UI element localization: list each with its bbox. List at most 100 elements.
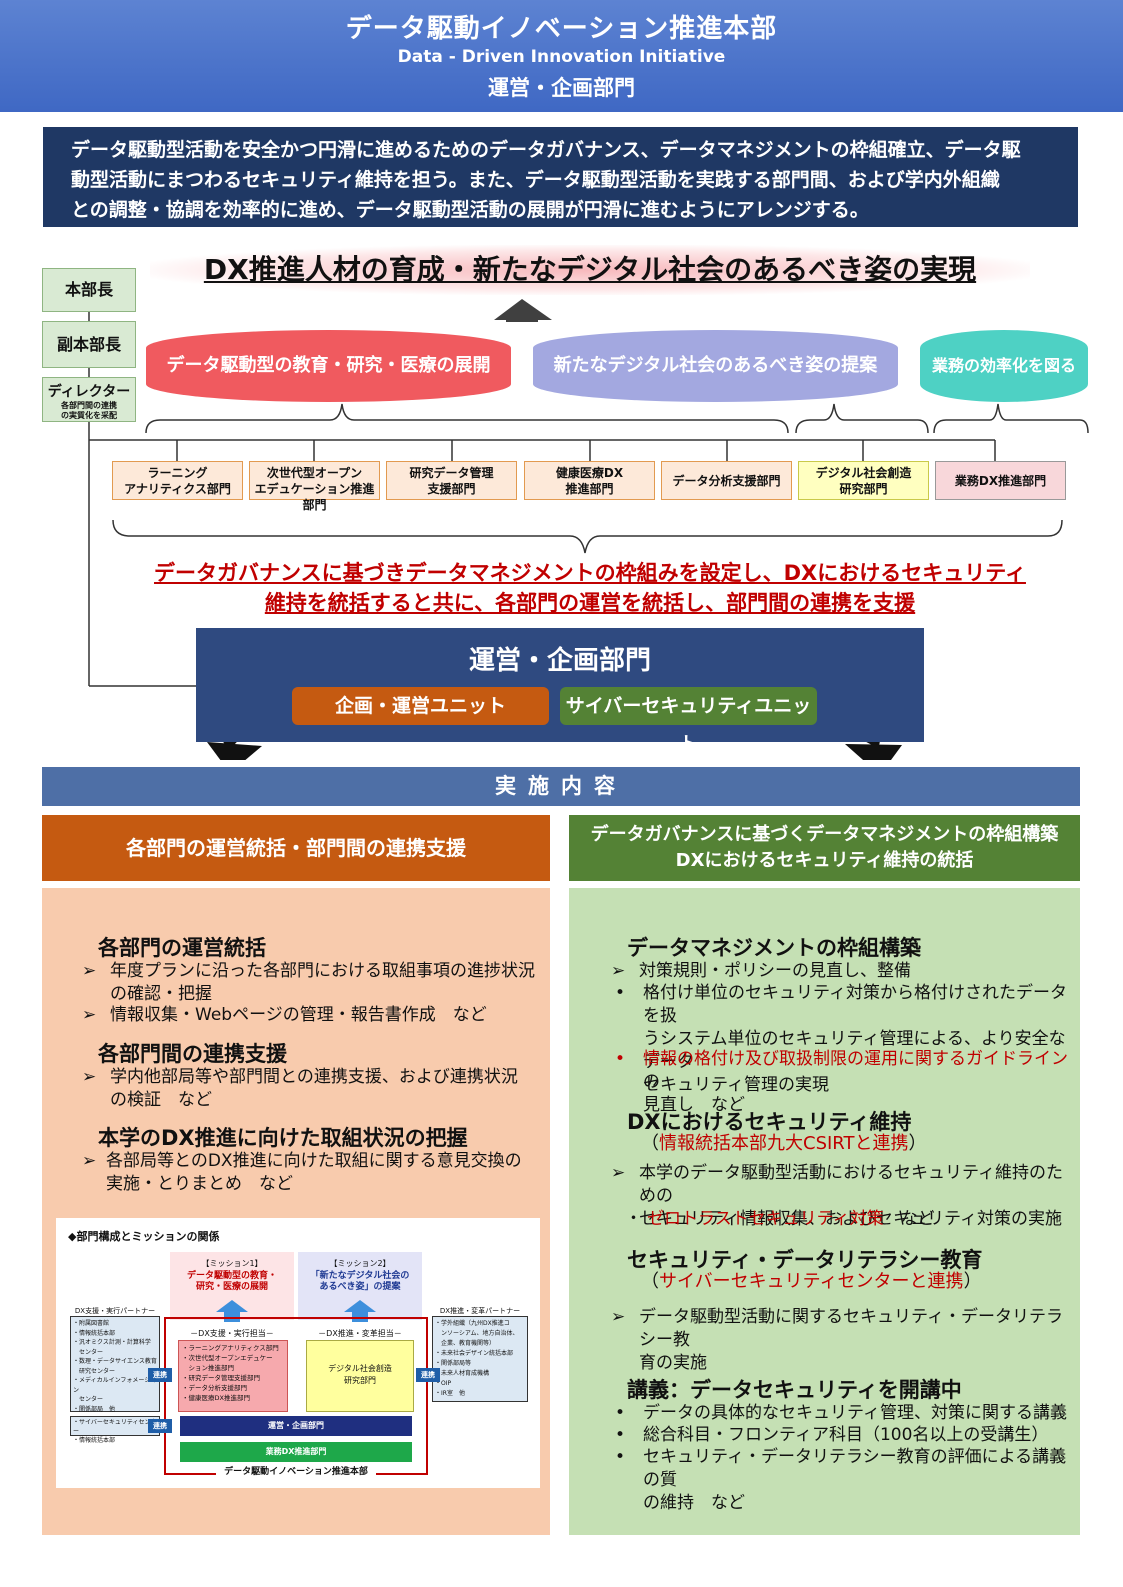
dx-goal-text: DX推進人材の育成・新たなデジタル社会のあるべき姿の実現	[203, 253, 977, 286]
governance-statement: データガバナンスに基づきデータマネジメントの枠組みを設定し、DXにおけるセキュリ…	[100, 558, 1080, 618]
section-title: 講義：データセキュリティを開講中	[627, 1378, 962, 1402]
bullet-text: 情報の格付け及び取扱制限の運用に関するガイドラインの見直し など	[643, 1049, 1068, 1115]
bullet-text: 対策規則・ポリシーの見直し、整備	[639, 961, 911, 981]
bullet-icon: ➢	[82, 1067, 97, 1087]
bullet-icon: ・	[625, 1209, 642, 1229]
renkei-badge: 連携	[148, 1368, 172, 1382]
promotion-label: －DX推進・変革担当－	[318, 1329, 402, 1338]
right-header-line: DXにおけるセキュリティ維持の統括	[675, 850, 974, 871]
right-partner-box: ・学外組織（九州DX推進コ ンソーシアム、地方自治体、 企業、教育機関等）・未来…	[432, 1316, 528, 1402]
section-title: 本学のDX推進に向けた取組状況の把握	[98, 1126, 468, 1150]
left-partner-title: DX支援・実行パートナー	[74, 1307, 156, 1315]
section-subtitle: （サイバーセキュリティセンターと連携）	[641, 1271, 982, 1292]
mission-cylinder-3: 業務の効率化を図る	[920, 330, 1088, 402]
inset-gyomu-bar: 業務DX推進部門	[180, 1442, 412, 1462]
section-title: 各部門間の連携支援	[98, 1042, 287, 1066]
security-partner-box: ・サイバーセキュリティセンター・情報統括本部	[70, 1416, 160, 1444]
inset-diagram: ◆部門構成とミッションの関係 【ミッション1】 データ駆動型の教育・研究・医療の…	[56, 1218, 540, 1488]
section-title: データマネジメントの枠組構築	[627, 936, 921, 960]
section-subtitle: （情報統括本部九大CSIRTと連携）	[641, 1133, 927, 1154]
left-partner-box: ・附属図書館・情報統括本部・汎オミクス計測・計算科学 センター・数理・データサイ…	[70, 1316, 160, 1413]
bullet-icon: •	[615, 1049, 626, 1069]
dx-goal-title: DX推進人材の育成・新たなデジタル社会のあるべき姿の実現	[150, 245, 1030, 295]
mission2-text: 「新たなデジタル社会のあるべき姿」の提案	[310, 1271, 410, 1292]
bullet-text: ゼロトラストセキュリティ対策 など	[647, 1209, 935, 1229]
section-title: セキュリティ・データリテラシー教育	[627, 1248, 983, 1272]
header-banner: データ駆動イノベーション推進本部 Data - Driven Innovatio…	[0, 0, 1123, 112]
bullet-text: 本学のデータ駆動型活動におけるセキュリティ維持のためのセキュリティ情報収集、およ…	[639, 1163, 1063, 1229]
bullet-text: データの具体的なセキュリティ管理、対策に関する講義	[643, 1403, 1067, 1423]
unit-planning: 企画・運営ユニット	[292, 687, 549, 725]
governance-line: 維持を統括すると共に、各部門の運営を統括し、部門間の連携を支援	[264, 591, 916, 615]
mission-cylinder-1: データ駆動型の教育・研究・医療の展開	[146, 330, 511, 402]
renkei-badge: 連携	[416, 1368, 440, 1382]
right-column-body: データマネジメントの枠組構築 ➢ 対策規則・ポリシーの見直し、整備 • 格付け単…	[569, 888, 1080, 1535]
intro-line: データ駆動型活動を安全かつ円滑に進めるためのデータガバナンス、データマネジメント…	[71, 139, 1021, 161]
role-director: ディレクター 各部門間の連携 の実質化を采配	[42, 377, 136, 422]
bullet-text: 情報収集・Webページの管理・報告書作成 など	[110, 1005, 487, 1025]
mission1-tag: 【ミッション1】	[201, 1259, 263, 1268]
bullet-text: 各部局等とのDX推進に向けた取組に関する意見交換の実施・とりまとめ など	[106, 1151, 522, 1194]
bullet-text: 総合科目・フロンティア科目（100名以上の受講生）	[643, 1425, 1049, 1445]
bullet-text: データ駆動型活動に関するセキュリティ・データリテラシー教育の実施	[639, 1307, 1063, 1373]
section-title: DXにおけるセキュリティ維持	[627, 1110, 912, 1134]
dept-box: 次世代型オープンエデュケーション推進部門	[249, 461, 380, 512]
inset-op-bar: 運営・企画部門	[180, 1416, 412, 1436]
left-column-body: 各部門の運営統括 ➢ 年度プランに沿った各部門における取組事項の進捗状況の確認・…	[42, 888, 550, 1535]
dept-name: 業務DX推進部門	[954, 474, 1047, 488]
unit-cybersecurity: サイバーセキュリティユニット	[560, 687, 817, 755]
role-vice: 副本部長	[42, 321, 136, 368]
dept-name: 次世代型オープン	[266, 466, 363, 480]
bullet-text: 学内他部局等や部門間との連携支援、および連携状況の検証 など	[110, 1067, 518, 1110]
support-label: －DX支援・実行担当－	[190, 1329, 274, 1338]
governance-line: データガバナンスに基づきデータマネジメントの枠組みを設定し、DXにおけるセキュリ…	[154, 561, 1026, 585]
dept-box: デジタル社会創造研究部門	[798, 461, 929, 500]
bullet-icon: ➢	[611, 1307, 626, 1327]
op-dept-title: 運営・企画部門	[468, 646, 651, 676]
bullet-icon: ➢	[82, 1005, 97, 1025]
bullet-icon: ➢	[611, 1163, 626, 1183]
role-director-note: の実質化を采配	[61, 411, 117, 420]
bullet-icon: •	[615, 1425, 626, 1445]
bullet-icon: •	[615, 1447, 626, 1467]
left-column-header: 各部門の運営統括・部門間の連携支援	[42, 815, 550, 881]
dept-box: 業務DX推進部門	[935, 461, 1066, 500]
dept-name: エデュケーション推進部門	[254, 482, 375, 512]
section-title: 各部門の運営統括	[98, 936, 266, 960]
dept-name: 研究部門	[839, 482, 888, 496]
dept-name: 支援部門	[427, 482, 476, 496]
mission2-tag: 【ミッション2】	[329, 1259, 391, 1268]
bullet-text: 年度プランに沿った各部門における取組事項の進捗状況の確認・把握	[110, 961, 535, 1004]
dept-name: 推進部門	[565, 482, 614, 496]
dept-name: ラーニング	[147, 466, 208, 480]
support-depts-box: ・ラーニングアナリティクス部門・次世代型オープンエデュケー ション推進部門・研究…	[178, 1340, 288, 1412]
right-partner-title: DX推進・変革パートナー	[439, 1307, 521, 1315]
header-title: データ駆動イノベーション推進本部	[345, 14, 778, 44]
dept-box: ラーニングアナリティクス部門	[112, 461, 243, 500]
implementation-bar: 実施内容	[42, 767, 1080, 806]
bullet-icon: •	[615, 1403, 626, 1423]
dept-name: 研究データ管理	[409, 466, 494, 480]
dept-name: データ分析支援部門	[672, 474, 781, 488]
bullet-icon: •	[615, 983, 626, 1003]
role-director-label: ディレクター	[47, 384, 131, 400]
role-head: 本部長	[42, 268, 136, 312]
bullet-icon: ➢	[611, 961, 626, 981]
bullet-icon: ➢	[82, 961, 97, 981]
dept-box: データ分析支援部門	[661, 461, 792, 500]
intro-line: との調整・協調を効率的に進め、データ駆動型活動の展開が円滑に進むようにアレンジす…	[71, 199, 869, 221]
role-director-note: 各部門間の連携	[61, 401, 117, 410]
intro-line: 動型活動にまつわるセキュリティ維持を担う。また、データ駆動型活動を実践する部門間…	[71, 169, 1000, 191]
header-title-en: Data - Driven Innovation Initiative	[397, 47, 726, 67]
mission1-text: データ駆動型の教育・研究・医療の展開	[186, 1271, 277, 1292]
inset-title: ◆部門構成とミッションの関係	[68, 1230, 220, 1243]
bullet-text: 格付け単位のセキュリティ対策から格付けされたデータを扱うシステム単位のセキュリテ…	[643, 983, 1067, 1095]
right-column-header: データガバナンスに基づくデータマネジメントの枠組構築 DXにおけるセキュリティ維…	[569, 815, 1080, 881]
header-subtitle: 運営・企画部門	[488, 76, 635, 100]
inset-hq-label: データ駆動イノベーション推進本部	[216, 1465, 376, 1479]
mission-cylinder-2: 新たなデジタル社会のあるべき姿の提案	[533, 330, 898, 402]
right-header-line: データガバナンスに基づくデータマネジメントの枠組構築	[590, 824, 1059, 845]
promotion-dept-box: デジタル社会創造研究部門	[306, 1340, 414, 1412]
renkei-badge: 連携	[148, 1419, 172, 1433]
